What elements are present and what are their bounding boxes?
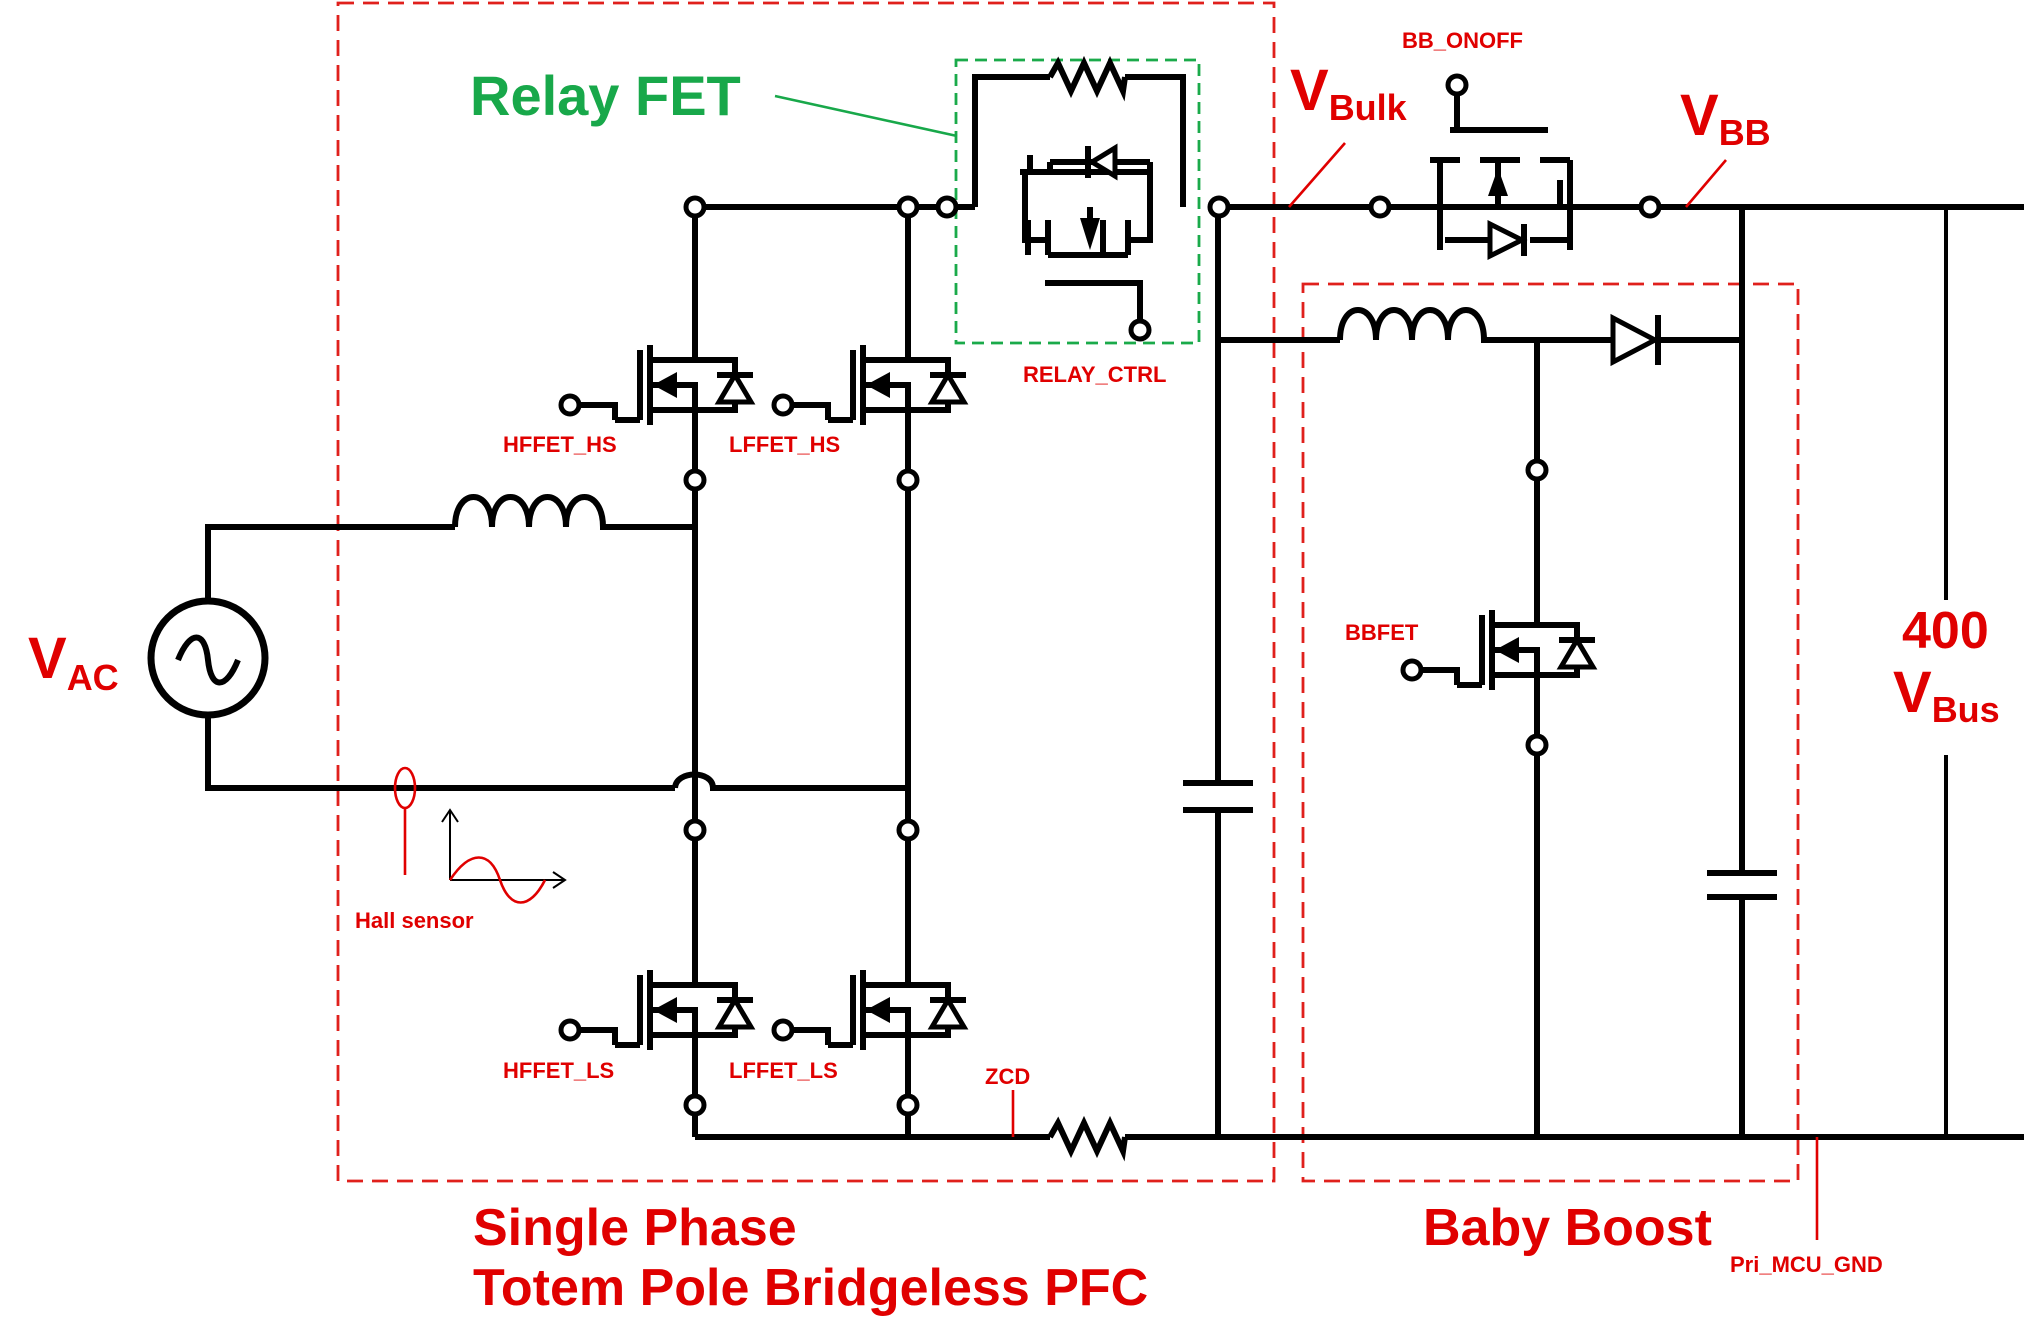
vac-label: VAC [28, 626, 119, 698]
ac-top-wire [205, 524, 455, 601]
capacitor-icon [1707, 870, 1777, 900]
relay-fet-leader [774, 94, 958, 138]
mosfet-icon [1457, 545, 1595, 745]
mosfet-icon [1380, 85, 1580, 261]
vbulk-leader [1288, 142, 1346, 208]
pfc-title-line2: Totem Pole Bridgeless PFC [473, 1259, 1148, 1317]
hall-sensor-label: Hall sensor [355, 908, 474, 933]
pri-mcu-gnd-label: Pri_MCU_GND [1730, 1252, 1883, 1277]
capacitor-icon [1183, 780, 1253, 813]
mosfet-icon [828, 905, 966, 1105]
vbb-label: VBB [1680, 83, 1771, 153]
inductor-icon [452, 494, 695, 530]
vbulk-label: VBulk [1290, 58, 1408, 128]
mosfet-icon [1020, 143, 1153, 258]
bus-value-label: 400 [1902, 602, 1989, 660]
hall-sensor-icon [393, 766, 567, 904]
diode-icon [1610, 313, 1661, 367]
vbb-leader [1685, 159, 1727, 208]
relay-ctrl-label: RELAY_CTRL [1023, 362, 1166, 387]
ac-bottom-wire [205, 715, 675, 791]
pfc-title-line1: Single Phase [473, 1199, 797, 1257]
baby-boost-title: Baby Boost [1423, 1199, 1712, 1257]
ac-source-icon [147, 597, 269, 719]
vbus-label: VBus [1893, 660, 2000, 730]
relay-gate-wire [1045, 280, 1143, 320]
ac-return-hop [672, 771, 906, 791]
mosfet-icon [828, 280, 966, 480]
hffet-ls-label: HFFET_LS [503, 1058, 614, 1083]
pfc-region-box [336, 1, 1276, 1183]
relay-fet-region-box [954, 58, 1201, 345]
zcd-label: ZCD [985, 1064, 1030, 1089]
baby-boost-region-box [1301, 282, 1800, 1183]
lffet-ls-label: LFFET_LS [729, 1058, 838, 1083]
bb-onoff-label: BB_ONOFF [1402, 28, 1523, 53]
relay-bypass-wire [972, 74, 1050, 207]
lffet-hs-label: LFFET_HS [729, 432, 840, 457]
relay-fet-label: Relay FET [470, 64, 741, 127]
resistor-icon [1047, 55, 1128, 102]
bbfet-label: BBFET [1345, 620, 1419, 645]
inductor-icon [1337, 307, 1613, 343]
hffet-hs-label: HFFET_HS [503, 432, 617, 457]
resistor-icon [1047, 1115, 1128, 1162]
